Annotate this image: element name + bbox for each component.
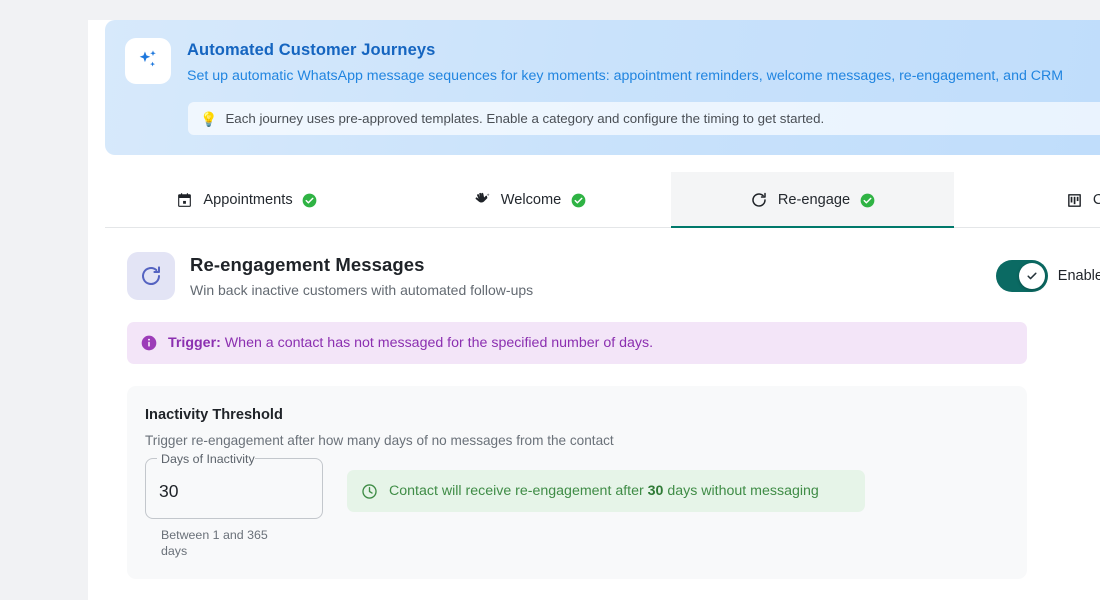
threshold-success-alert: Contact will receive re-engagement after…: [347, 470, 865, 512]
trigger-alert: Trigger: When a contact has not messaged…: [127, 322, 1027, 364]
toggle-label: Enabled: [1057, 268, 1100, 284]
top-gap-strip: [88, 0, 1100, 20]
refresh-icon: [127, 252, 175, 300]
inactivity-threshold-card: Inactivity Threshold Trigger re-engageme…: [127, 386, 1027, 579]
success-suffix: days without messaging: [663, 482, 819, 499]
info-icon: [141, 335, 157, 351]
days-of-inactivity-helper: Between 1 and 365 days: [161, 528, 268, 558]
panel-title: Re-engagement Messages: [190, 253, 425, 275]
trigger-alert-label: Trigger:: [168, 334, 221, 351]
lightbulb-icon: 💡: [200, 110, 218, 127]
banner-subtitle: Set up automatic WhatsApp message sequen…: [187, 68, 1064, 84]
tab-appointments[interactable]: Appointments: [105, 172, 388, 228]
banner-title: Automated Customer Journeys: [187, 41, 436, 59]
journeys-card: Appointments: [105, 172, 1100, 600]
enabled-check-icon: [302, 192, 318, 208]
tab-re-engage[interactable]: Re-engage: [671, 172, 954, 228]
clock-icon: [361, 483, 378, 500]
threshold-success-text: Contact will receive re-engagement after…: [389, 482, 819, 501]
tab-label: Re-engage: [777, 192, 851, 208]
refresh-icon: [750, 191, 769, 210]
success-prefix: Contact will receive re-engagement after: [389, 482, 648, 499]
trigger-alert-text: Trigger: When a contact has not messaged…: [168, 334, 653, 353]
threshold-title: Inactivity Threshold: [145, 407, 283, 423]
enabled-check-icon: [570, 192, 586, 208]
days-of-inactivity-label: Days of Inactivity: [161, 452, 255, 466]
banner-header-row: Automated Customer Journeys Set up autom…: [125, 38, 1100, 86]
panel-subtitle: Win back inactive customers with automat…: [190, 281, 534, 298]
enabled-toggle[interactable]: [995, 260, 1048, 292]
tab-crm[interactable]: CRM: [954, 172, 1100, 228]
panel-header: Re-engagement Messages Win back inactive…: [127, 252, 1100, 300]
tab-label: CRM: [1092, 192, 1100, 208]
tab-label: Appointments: [203, 192, 293, 208]
days-of-inactivity-field: Days of Inactivity Days of Inactivity Be…: [145, 452, 323, 559]
banner-tip-box: 💡 Each journey uses pre-approved templat…: [188, 102, 1100, 135]
automated-journeys-banner: Automated Customer Journeys Set up autom…: [105, 20, 1100, 155]
field-box: Days of Inactivity Days of Inactivity: [145, 452, 323, 519]
journey-tabs: Appointments: [105, 172, 1100, 228]
banner-text-block: Automated Customer Journeys Set up autom…: [187, 38, 1063, 86]
tab-welcome[interactable]: Welcome: [388, 172, 671, 228]
sparkles-icon: [125, 38, 171, 84]
page-surface: Automated Customer Journeys Set up autom…: [88, 0, 1100, 600]
panel-body: Re-engagement Messages Win back inactive…: [105, 228, 1100, 600]
banner-tip-text: Each journey uses pre-approved templates…: [225, 110, 825, 126]
panel-title-block: Re-engagement Messages Win back inactive…: [190, 253, 533, 300]
tab-label: Welcome: [500, 192, 562, 208]
calendar-icon: [175, 191, 194, 210]
page-inner: Automated Customer Journeys Set up autom…: [88, 0, 1100, 600]
success-highlight: 30: [647, 482, 664, 499]
kanban-icon: [1065, 191, 1084, 210]
toggle-knob-check-icon: [1018, 263, 1045, 289]
enabled-toggle-group: Enabled: [995, 260, 1100, 292]
enabled-check-icon: [859, 192, 875, 208]
waving-hand-icon: [473, 191, 492, 210]
threshold-subtitle: Trigger re-engagement after how many day…: [145, 433, 614, 448]
trigger-alert-body: When a contact has not messaged for the …: [224, 334, 654, 351]
threshold-row: Days of Inactivity Days of Inactivity Be…: [145, 452, 1009, 559]
days-of-inactivity-input[interactable]: [145, 464, 323, 519]
